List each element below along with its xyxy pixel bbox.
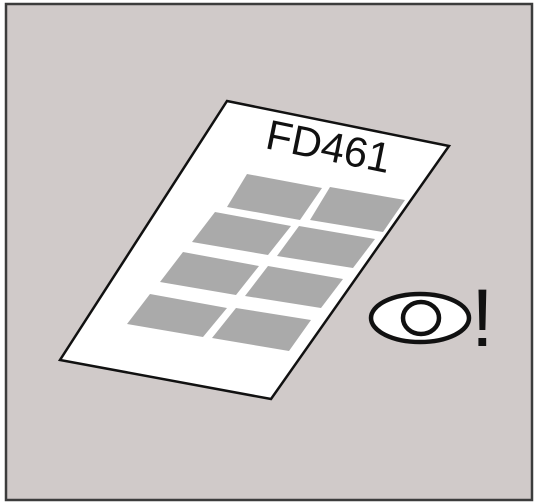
exclamation-mark: ! — [471, 273, 494, 364]
eye-icon — [371, 294, 469, 342]
